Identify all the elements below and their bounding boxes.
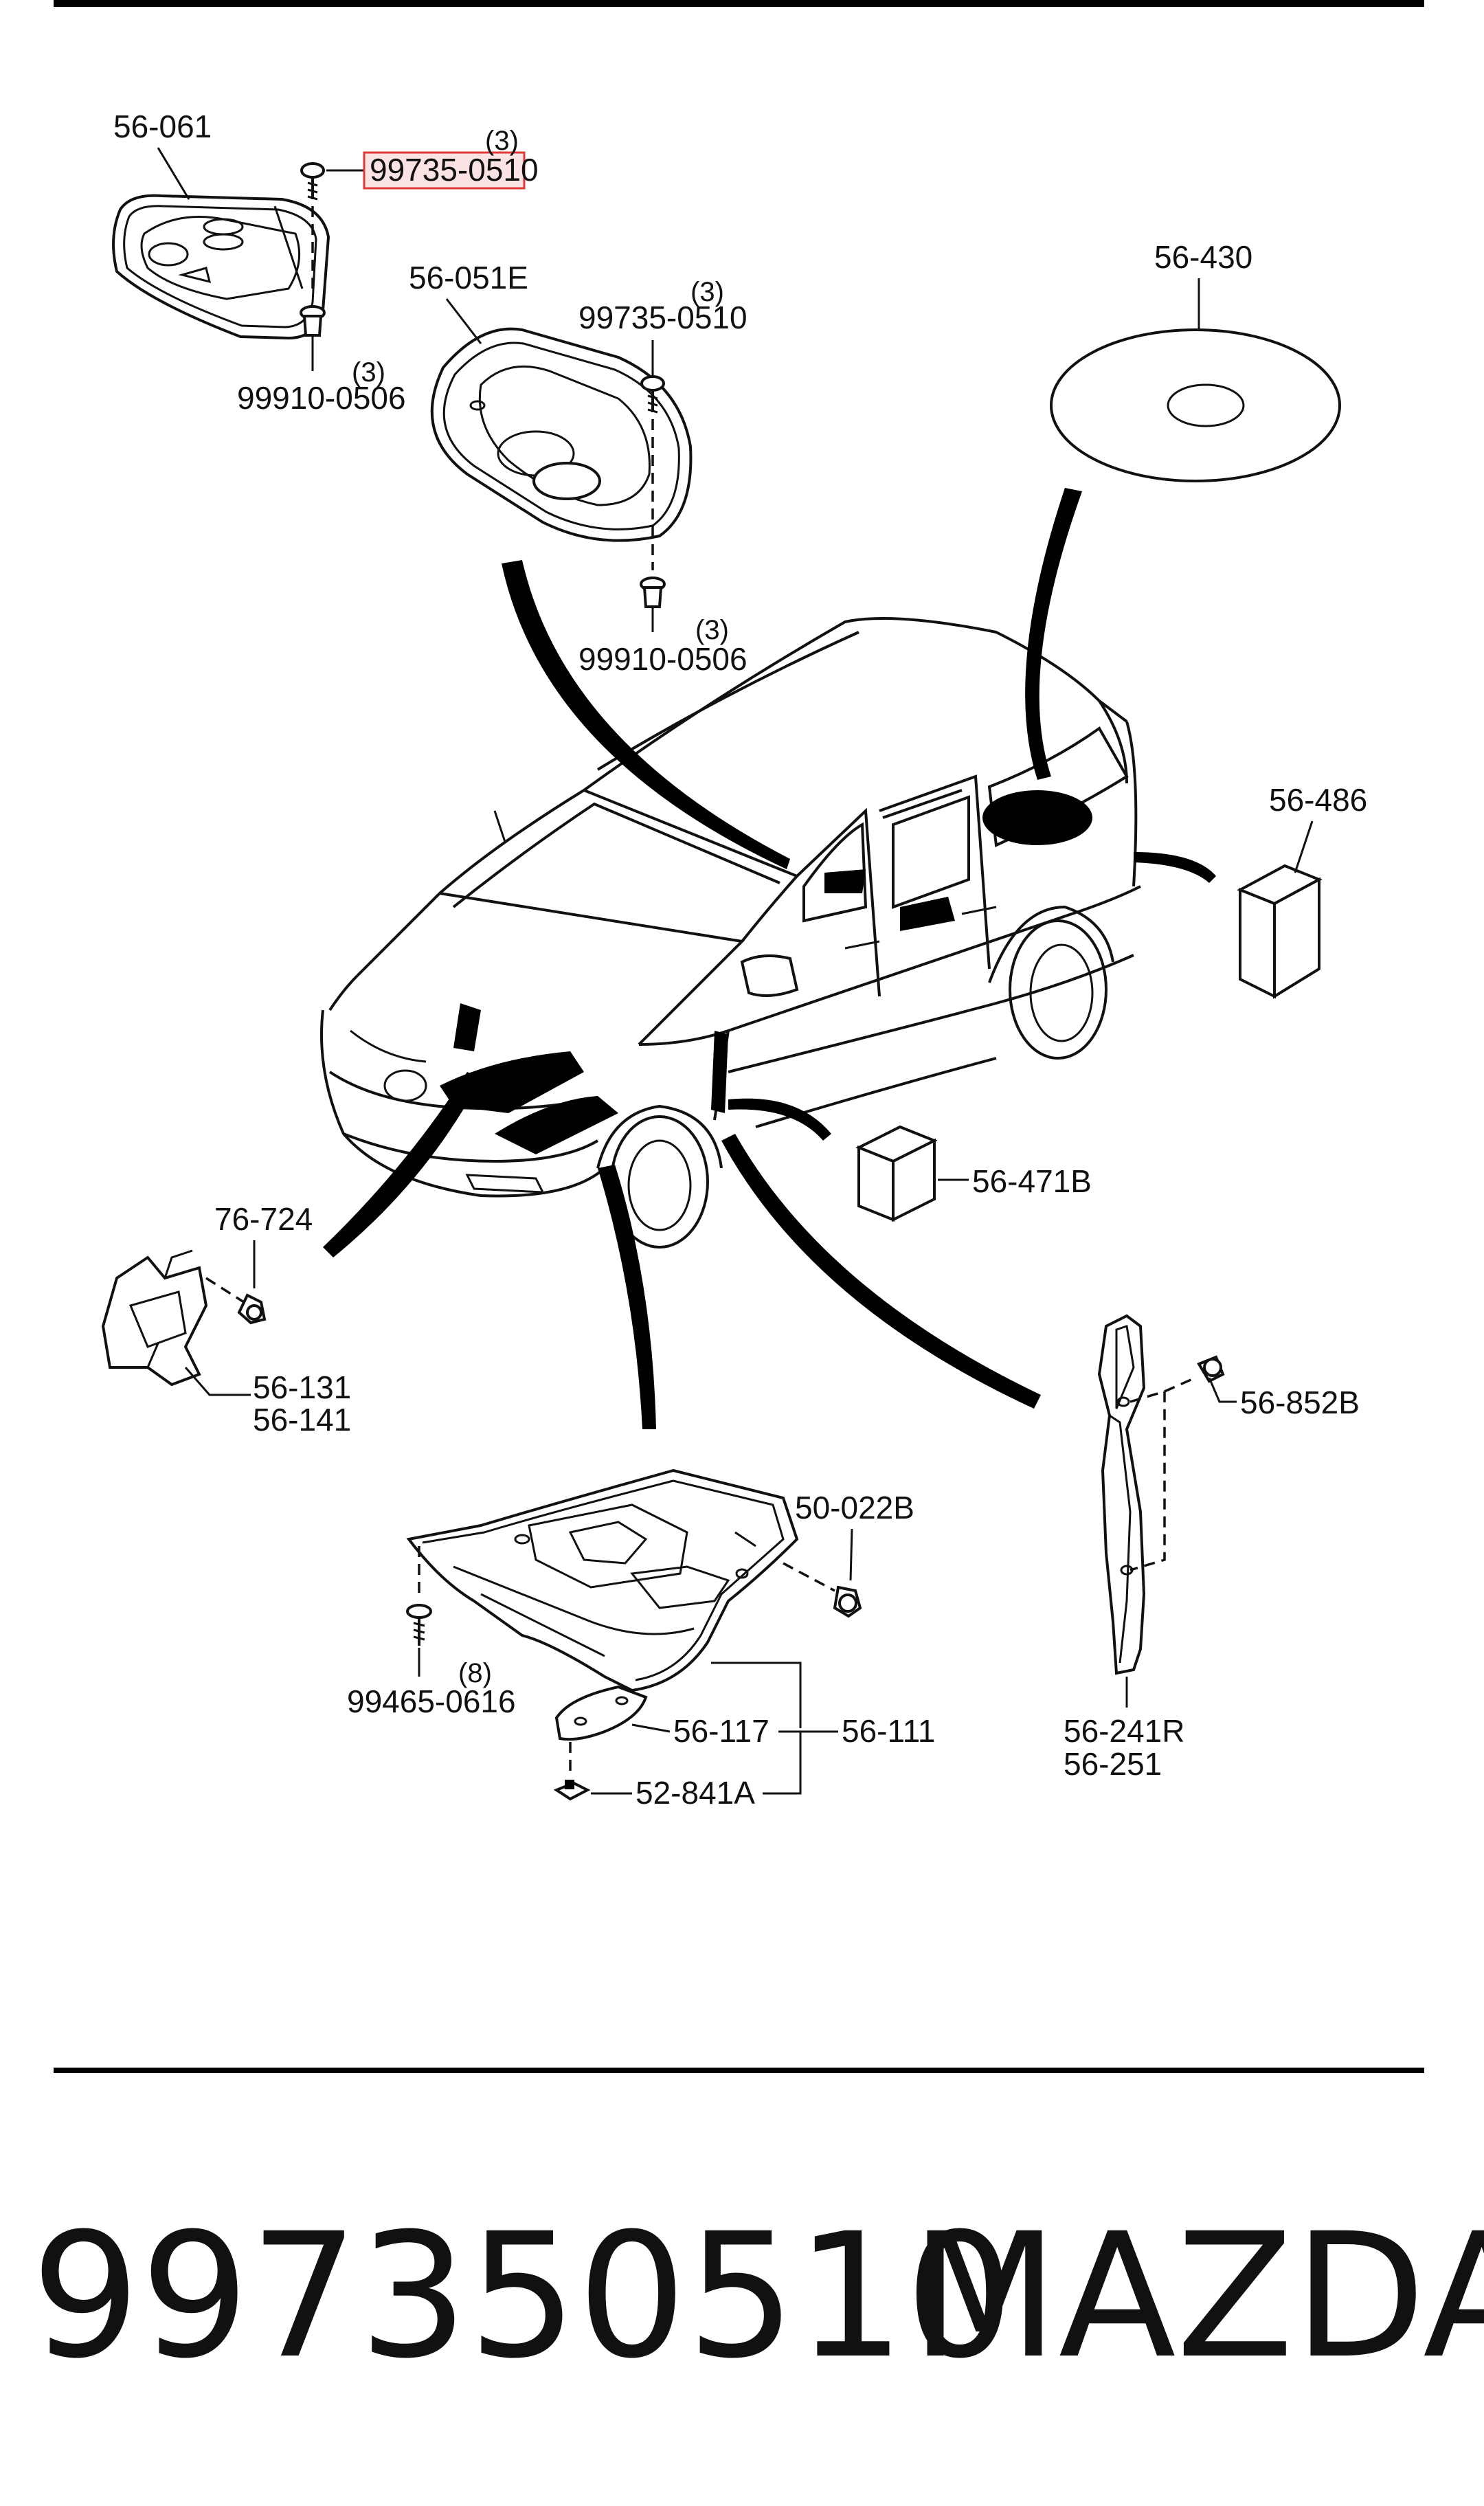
label-56-486: 56-486 [1269,782,1367,818]
dash-56-852B-link [1164,1376,1196,1393]
label-99465-0616: 99465-0616 [347,1683,516,1719]
label-56-471B: 56-471B [972,1163,1092,1199]
part-56-061[interactable] [112,194,330,340]
clip-50-022B[interactable] [833,1585,862,1618]
label-56-430: 56-430 [1154,239,1252,275]
part-56-471B[interactable] [855,1125,938,1222]
leader-56-131 [184,1367,251,1396]
part-56-131[interactable] [101,1249,208,1387]
car-insulation-hood [495,1096,618,1154]
qty-99910-0506-a: (3) [352,357,385,388]
part-56-111[interactable] [406,1468,799,1692]
label-56-141: 56-141 [253,1402,351,1437]
label-99910-0506-a: 99910-0506 [237,380,406,416]
pointer-arc-56-051E [502,560,790,869]
screw-99735-0510-b[interactable] [640,375,665,414]
dash-50-022B [783,1562,835,1592]
leader-56-111 [711,1662,838,1795]
pointer-arc-56-471B [728,1098,831,1141]
label-56-117: 56-117 [673,1713,769,1749]
car-insulation-rear-floor [982,790,1092,845]
pointer-arc-56-241R [721,1134,1041,1409]
part-56-051E[interactable] [430,327,693,542]
qty-99465-0616: (8) [458,1658,492,1688]
footer-brand: MAZDA [910,2196,1484,2396]
label-52-841A: 52-841A [636,1775,755,1811]
car-insulation-door [824,869,866,893]
label-56-852B: 56-852B [1240,1385,1360,1420]
leader-56-486 [1294,820,1314,873]
label-56-241R: 56-241R [1064,1713,1184,1749]
part-56-486[interactable] [1237,864,1323,999]
dash-56-852B [1129,1389,1166,1571]
clip-99910-0506-b[interactable] [640,577,666,608]
qty-99910-0506-b: (3) [695,615,729,645]
nut-52-841A[interactable] [553,1780,591,1801]
footer-divider [54,2068,1424,2073]
qty-99735-0510-a: (3) [485,126,519,156]
label-99735-0510-b: 99735-0510 [578,300,747,335]
pointer-arc-56-486 [1134,852,1216,883]
footer-part-number-text: 997350510 [31,2196,1015,2396]
car-insulation-rear-door [900,897,955,931]
leader-50-022B [849,1528,853,1581]
part-56-241R[interactable] [1097,1314,1146,1675]
qty-99735-0510-b: (3) [690,277,724,307]
screw-99735-0510-a[interactable] [300,162,325,201]
pointer-arc-56-430 [1025,488,1082,780]
leader-56-117 [631,1723,671,1733]
part-56-117[interactable] [554,1685,648,1741]
pointer-arc-76-724 [323,1072,481,1257]
car-insulation-pillar [711,1031,728,1113]
label-56-061: 56-061 [113,109,212,144]
pointer-arc-underbody [598,1165,656,1429]
label-50-022B: 50-022B [795,1490,914,1525]
leader-56-051E [445,298,482,344]
part-56-430[interactable] [1050,328,1341,482]
leader-56-852B [1208,1377,1237,1403]
clip-56-852B[interactable] [1197,1355,1225,1383]
label-76-724: 76-724 [214,1201,313,1237]
highlight-99735-0510-a [363,151,526,190]
label-99910-0506-b: 99910-0506 [578,641,747,677]
label-99735-0510-a: 99735-0510 [370,152,539,188]
top-border [54,0,1424,7]
clip-99910-0506-a[interactable] [300,305,326,337]
leader-56-061 [157,147,190,200]
car-insulation-cowl [453,1003,481,1051]
bolt-99465-0616[interactable] [406,1604,432,1646]
label-56-131: 56-131 [253,1369,351,1405]
car-insulation-front [440,1051,584,1113]
clip-76-724[interactable] [237,1293,267,1325]
dash-76-724 [205,1277,245,1304]
label-56-111: 56-111 [842,1713,935,1749]
label-56-051E: 56-051E [409,260,528,295]
label-56-251: 56-251 [1064,1746,1162,1782]
